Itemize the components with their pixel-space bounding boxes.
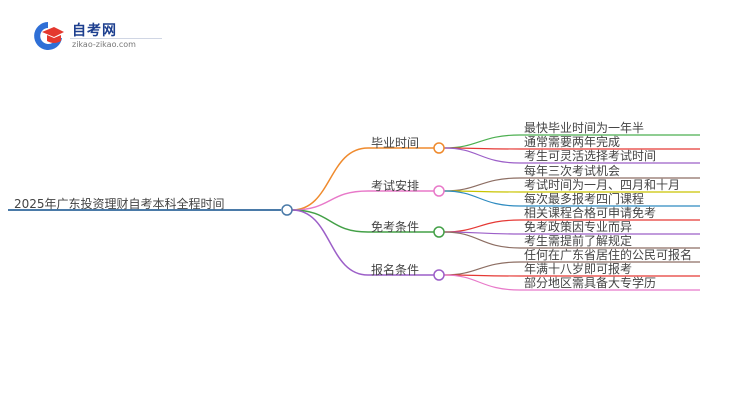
- branch-edge: [291, 209, 434, 276]
- leaf-label: 每次最多报考四门课程: [524, 192, 645, 206]
- branch-node: [433, 142, 445, 154]
- leaf-label: 通常需要两年完成: [524, 135, 621, 149]
- branch-label-exam-schedule: 考试安排: [371, 179, 420, 193]
- leaf-label: 最快毕业时间为一年半: [524, 121, 645, 135]
- logo-url: zikao-zikao.com: [72, 40, 136, 49]
- branch-label-exemption: 免考条件: [371, 220, 420, 234]
- leaf-label: 年满十八岁即可报考: [524, 262, 633, 276]
- graduation-cap-logo-icon: [34, 22, 64, 50]
- leaf-edge: [443, 274, 700, 291]
- logo-name: 自考网: [72, 23, 117, 39]
- leaf-edge: [443, 147, 700, 164]
- leaf-edge: [443, 231, 700, 249]
- mindmap-root-label: 2025年广东投资理财自考本科全程时间: [14, 197, 225, 211]
- leaf-label: 任何在广东省居住的公民可报名: [524, 248, 693, 262]
- leaf-label: 每年三次考试机会: [524, 164, 621, 178]
- leaf-edge: [443, 190, 700, 207]
- leaf-label: 相关课程合格可申请免考: [524, 206, 657, 220]
- branch-node: [433, 226, 445, 238]
- branch-node: [433, 269, 445, 281]
- leaf-label: 免考政策因专业而异: [524, 220, 633, 234]
- leaf-label: 考生需提前了解规定: [524, 234, 633, 248]
- leaf-label: 考试时间为一月、四月和十月: [524, 178, 681, 192]
- mindmap-edges: [8, 134, 700, 291]
- leaf-label: 部分地区需具备大专学历: [524, 276, 657, 290]
- leaf-label: 考生可灵活选择考试时间: [524, 149, 657, 163]
- branch-node: [433, 185, 445, 197]
- logo-divider: [70, 38, 162, 39]
- mindmap-nodes: [281, 142, 445, 281]
- branch-edge: [291, 147, 434, 211]
- root-node: [281, 204, 293, 216]
- branch-edge: [291, 190, 434, 211]
- branch-label-graduation: 毕业时间: [371, 136, 420, 150]
- branch-edge: [291, 209, 434, 233]
- branch-label-registration: 报名条件: [371, 263, 420, 277]
